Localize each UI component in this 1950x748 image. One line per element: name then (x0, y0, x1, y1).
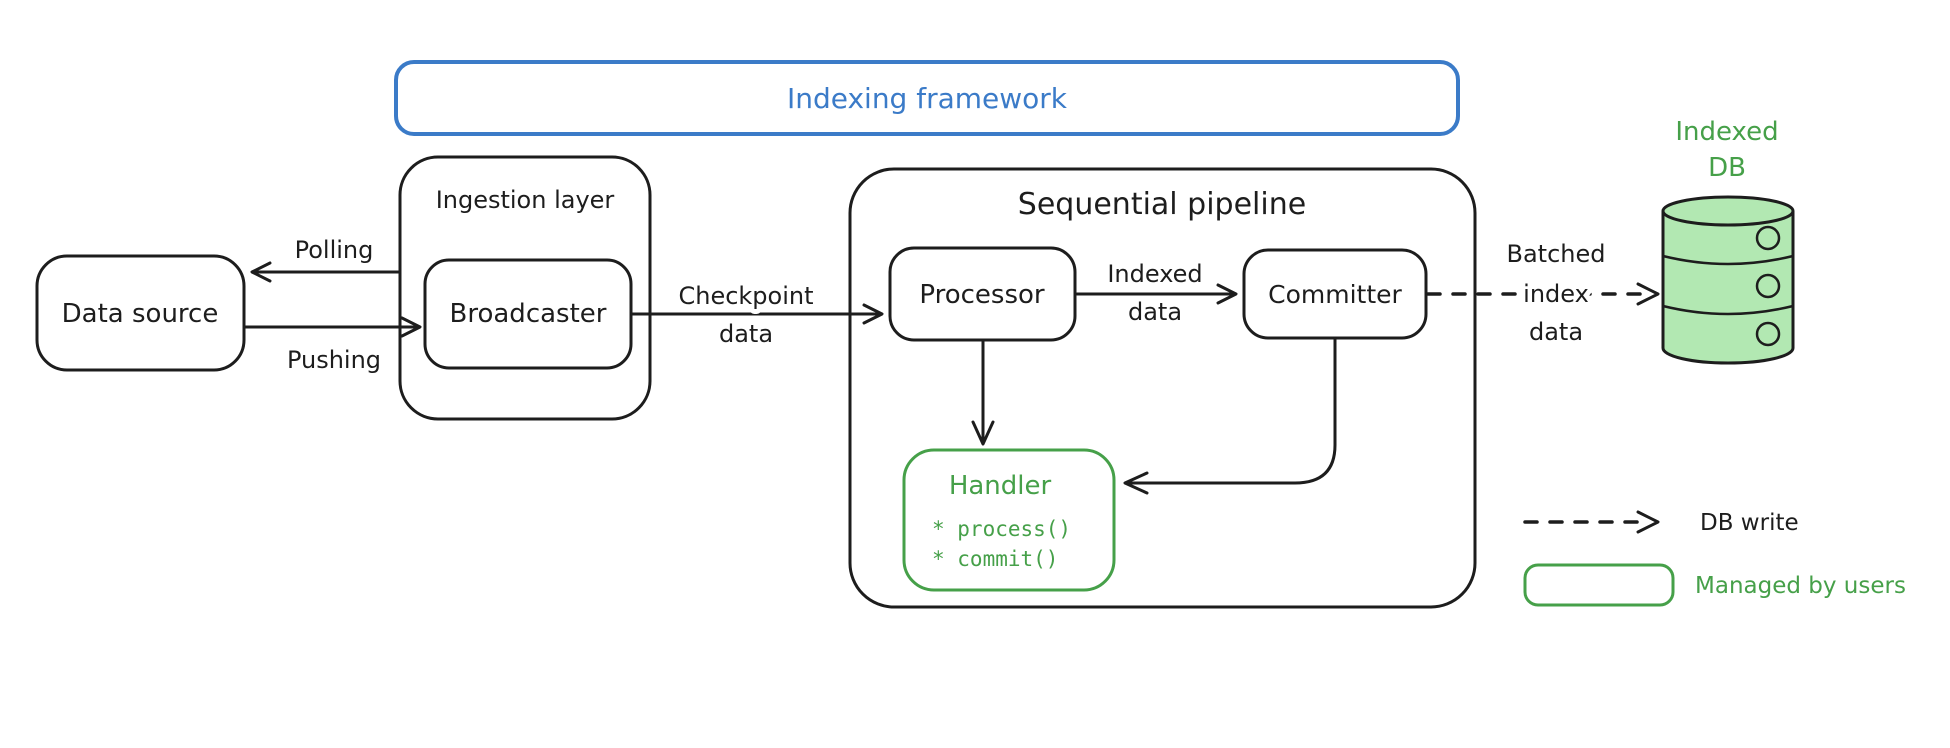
indexed-data-label-line1: Indexed (1107, 260, 1202, 288)
batched-index-label-line2: index (1523, 280, 1589, 308)
polling-label: Polling (295, 236, 374, 264)
legend-managed-label: Managed by users (1695, 573, 1906, 599)
indexed-db-label-line1: Indexed (1675, 117, 1778, 147)
legend: DB write Managed by users (1523, 510, 1906, 607)
processor-to-handler-arrowhead-icon (971, 420, 995, 446)
checkpoint-label-line2: data (719, 320, 773, 348)
broadcaster-label: Broadcaster (450, 299, 607, 329)
committer-to-handler-arrow (1127, 336, 1337, 485)
sequential-pipeline-label: Sequential pipeline (1018, 187, 1306, 222)
ingestion-layer-box (398, 155, 652, 421)
indexed-db-label-line2: DB (1708, 153, 1746, 183)
committer-to-handler-arrowhead-icon (1123, 471, 1149, 495)
polling-arrowhead-icon (250, 261, 272, 283)
pushing-arrowhead-icon (400, 316, 422, 338)
indexing-framework-title: Indexing framework (787, 82, 1068, 115)
data-source-label: Data source (62, 299, 219, 329)
checkpoint-arrowhead-icon (862, 303, 884, 325)
handler-title: Handler (949, 471, 1052, 501)
data-source-box (35, 254, 246, 372)
handler-method-process: * process() (932, 517, 1071, 541)
handler-box (902, 448, 1116, 592)
batched-index-label-line1: Batched (1507, 240, 1606, 268)
handler-method-commit: * commit() (932, 547, 1058, 571)
db-write-arrowhead-icon (1636, 282, 1660, 306)
checkpoint-label-line1: Checkpoint (678, 282, 813, 310)
sequential-pipeline-box (848, 167, 1477, 609)
legend-managed-box-icon (1523, 563, 1675, 607)
indexed-data-arrowhead-icon (1216, 283, 1238, 305)
pushing-label: Pushing (287, 346, 381, 374)
indexed-data-label-line2: data (1128, 298, 1182, 326)
legend-db-write-arrowhead-icon (1636, 510, 1660, 534)
committer-label: Committer (1268, 280, 1402, 309)
indexing-framework-frame (394, 60, 1460, 136)
database-cylinder-icon (1661, 195, 1795, 365)
processor-label: Processor (919, 280, 1045, 310)
legend-db-write-label: DB write (1700, 510, 1799, 536)
batched-index-label-line3: data (1529, 318, 1583, 346)
ingestion-layer-label: Ingestion layer (436, 186, 615, 214)
